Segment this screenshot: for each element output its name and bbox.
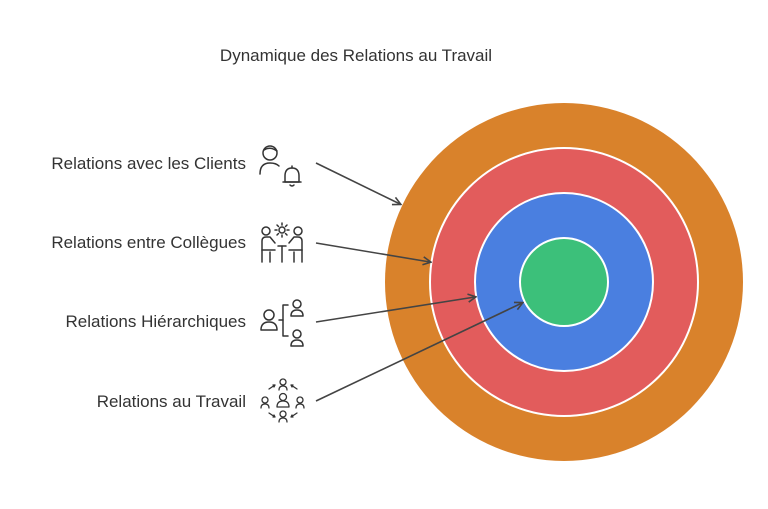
arrow-colleague-relations bbox=[315, 242, 430, 262]
diagram-title: Dynamique des Relations au Travail bbox=[219, 46, 493, 65]
label-client-relations: Relations avec les Clients bbox=[51, 154, 246, 173]
arrow-hierarchical-relations bbox=[315, 297, 475, 323]
label-hierarchical-relations: Relations Hiérarchiques bbox=[65, 312, 246, 331]
label-colleague-relations: Relations entre Collègues bbox=[51, 233, 246, 252]
team-network-icon bbox=[260, 378, 305, 423]
ring-work-relations bbox=[519, 237, 609, 327]
hierarchy-people-icon bbox=[260, 299, 304, 347]
customer-bell-icon bbox=[259, 145, 302, 187]
arrow-work-relations bbox=[315, 303, 522, 402]
colleagues-discussion-icon bbox=[261, 222, 303, 263]
label-work-relations: Relations au Travail bbox=[96, 392, 246, 411]
arrow-client-relations bbox=[315, 162, 400, 204]
